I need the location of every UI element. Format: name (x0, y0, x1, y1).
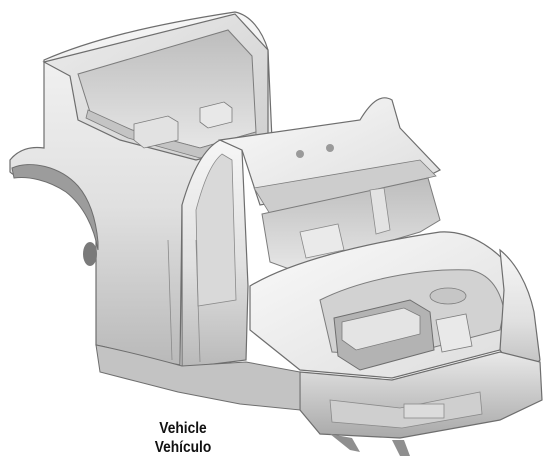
front-hood (249, 231, 531, 379)
cab-roof (217, 97, 441, 215)
front-bumper (299, 351, 543, 456)
vehicle-caption: Vehicle Vehículo (127, 419, 239, 457)
cab-side (167, 139, 249, 369)
side-skirt (95, 344, 301, 411)
caption-english: Vehicle (159, 420, 207, 437)
caption-spanish: Vehículo (154, 439, 212, 456)
cab-interior (261, 177, 441, 271)
